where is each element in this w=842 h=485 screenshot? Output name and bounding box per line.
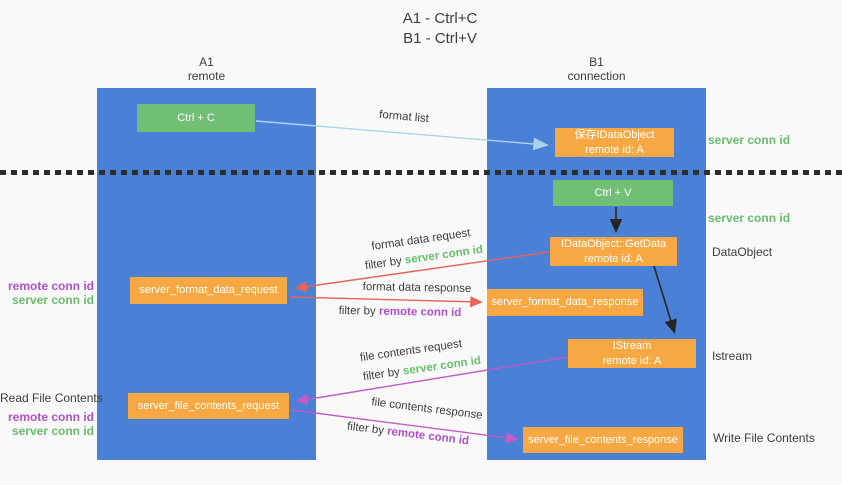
actor-b1-header: B1 connection: [487, 55, 706, 84]
ctrl-c-node: Ctrl + C: [137, 104, 255, 132]
read-file-contents-annotation: Read File Contents: [0, 391, 103, 405]
arrow-format-data-request: [294, 251, 550, 293]
ctrl-c-label: Ctrl + C: [177, 111, 215, 124]
title-line-2: B1 - Ctrl+V: [403, 29, 477, 47]
left-server-conn-id-file: server conn id: [11, 424, 94, 438]
filter-by-text: filter by: [338, 304, 376, 318]
dataobject-annotation: DataObject: [712, 245, 773, 259]
actor-a1-name: A1: [199, 55, 214, 69]
istream-annotation: Istream: [712, 349, 753, 363]
remote-conn-id-keyword: remote conn id: [378, 305, 462, 320]
arrow-file-contents-response: [291, 409, 519, 444]
server-format-data-request-node: server_format_data_request: [130, 277, 287, 304]
idataobject-getdata-line2: remote id: A: [584, 252, 643, 265]
idataobject-getdata-node: IDataObject::GetData remote id: A: [550, 237, 677, 266]
title-line-1: A1 - Ctrl+C: [402, 10, 478, 27]
actor-a1-role: remote: [187, 68, 226, 83]
save-idataobject-line1: 保存IDataObject: [574, 129, 655, 142]
actor-b1-role: connection: [567, 68, 626, 83]
ctrl-v-node: Ctrl + V: [553, 180, 673, 206]
arrow-getdata-to-istream: [653, 265, 677, 335]
idataobject-getdata-line1: IDataObject::GetData: [560, 238, 667, 251]
istream-line2: remote id: A: [602, 354, 662, 367]
format-data-response-label: format data response: [362, 281, 472, 295]
server-format-data-response-node: server_format_data_response: [487, 289, 643, 316]
arrow-format-list: [255, 120, 549, 151]
server-format-data-response-label: server_format_data_response: [491, 296, 639, 309]
server-file-contents-request-node: server_file_contents_request: [128, 393, 289, 419]
left-server-conn-id-format: server conn id: [11, 293, 94, 307]
istream-node: IStream remote id: A: [568, 339, 696, 368]
ctrl-v-label: Ctrl + V: [594, 186, 632, 199]
save-idataobject-node: 保存IDataObject remote id: A: [555, 128, 674, 157]
arrow-format-data-response: [289, 296, 483, 308]
left-remote-conn-id-format: remote conn id: [7, 279, 94, 293]
server-file-contents-response-label: server_file_contents_response: [528, 433, 678, 446]
phase-separator-dotted-line: [0, 170, 842, 175]
server-file-contents-request-label: server_file_contents_request: [137, 399, 280, 412]
save-idataobject-line2: remote id: A: [585, 143, 644, 156]
format-data-response-filter-label: filter by remote conn id: [339, 305, 462, 319]
right-server-conn-id-top: server conn id: [708, 133, 791, 147]
server-file-contents-response-node: server_file_contents_response: [523, 427, 683, 453]
arrow-file-contents-request: [295, 356, 568, 405]
istream-line1: IStream: [612, 340, 652, 353]
write-file-contents-annotation: Write File Contents: [713, 431, 815, 445]
actor-b1-name: B1: [589, 55, 604, 69]
server-format-data-request-label: server_format_data_request: [139, 284, 278, 297]
diagram-title: A1 - Ctrl+C B1 - Ctrl+V: [340, 9, 540, 48]
left-remote-conn-id-file: remote conn id: [7, 410, 94, 424]
actor-a1-header: A1 remote: [97, 55, 316, 84]
right-server-conn-id-mid: server conn id: [708, 211, 791, 225]
